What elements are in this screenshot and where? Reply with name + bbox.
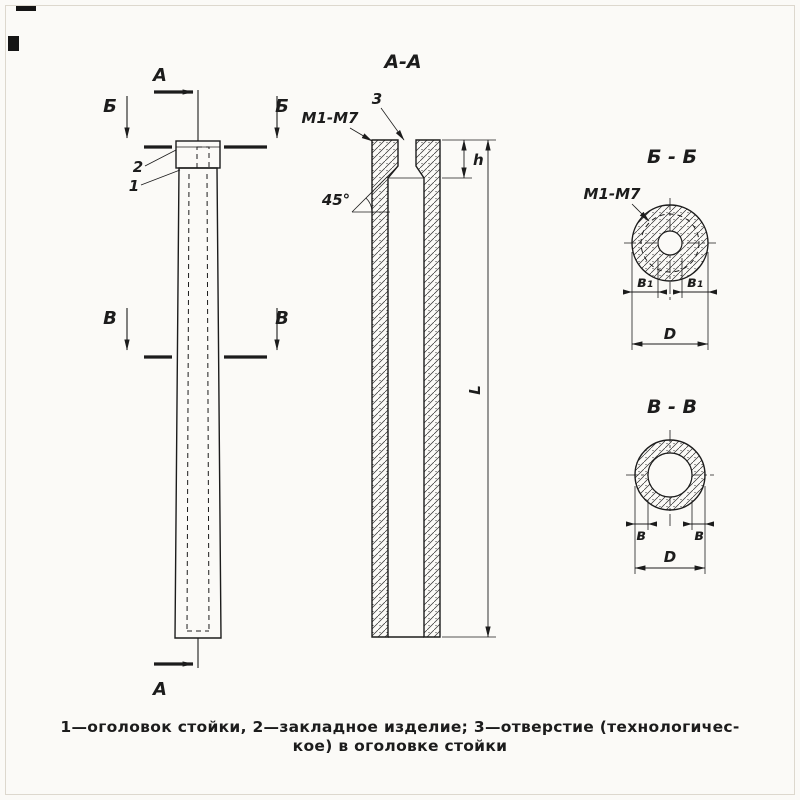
callout-3-label: 3 [372, 90, 382, 108]
callout-3-leader [380, 107, 405, 141]
section-letter-a-bottom: А [151, 679, 167, 700]
dim-h-label: h [473, 151, 484, 169]
shaft-section-ring-inner [647, 452, 693, 498]
arrowhead [683, 521, 692, 527]
section-aa-title: А-А [382, 51, 421, 73]
dim-v-left-label: в [636, 526, 646, 544]
section-letter-a-top: А [151, 65, 167, 86]
m1m7-leader-aa [349, 127, 373, 142]
section-letter-b-right: Б [275, 96, 289, 117]
cavity-hidden-left [186, 173, 190, 632]
angle-arc [365, 197, 373, 213]
dim-l-label: L [466, 385, 484, 395]
callout-2-leader [144, 149, 177, 167]
elevation-view: А А Б Б В В 2 1 [103, 65, 289, 700]
angle-45-label: 45° [321, 191, 350, 209]
callout-1-label: 1 [129, 177, 139, 195]
dim-d-bb-label: D [664, 325, 676, 343]
callout-1-leader [140, 169, 181, 186]
scan-artifact [8, 36, 19, 51]
dim-v-right-label: в [694, 526, 704, 544]
wall-left-section [371, 139, 399, 638]
arrowhead [705, 521, 714, 527]
section-bb-title: Б - Б [647, 146, 697, 168]
dim-v1-left-label: в₁ [637, 273, 653, 291]
arrowhead [658, 289, 667, 295]
arrowhead [623, 289, 632, 295]
caption-line-1: 1—оголовок стойки, 2—закладное изделие; … [60, 718, 739, 736]
caption-line-2: кое) в оголовке стойки [293, 737, 508, 755]
head-hole-hidden [196, 146, 210, 169]
m1m7-label-bb: М1-М7 [584, 185, 642, 203]
embedded-item-circle [640, 213, 700, 273]
arrowhead [626, 521, 635, 527]
section-vv-view: В - В в в D [626, 396, 714, 574]
arrowhead [648, 521, 657, 527]
post-head-outline [175, 140, 221, 169]
arrowhead [708, 289, 717, 295]
dim-d-vv-label: D [664, 548, 676, 566]
section-letter-v-left: В [103, 308, 117, 329]
dim-v1-right-label: в₁ [687, 273, 703, 291]
arrowhead [673, 289, 682, 295]
section-aa-view: А-А М1-М7 3 45° h L [302, 51, 496, 638]
section-bb-view: Б - Б М1-М7 в₁ в₁ D [584, 146, 717, 350]
center-hole-circle [657, 230, 683, 256]
post-shaft-outline [174, 167, 222, 639]
wall-right-section [415, 139, 441, 638]
chamfer-extension-line [351, 165, 399, 213]
m1m7-label-aa: М1-М7 [302, 109, 360, 127]
scan-artifact [16, 6, 36, 11]
section-vv-title: В - В [647, 396, 697, 418]
cavity-hidden-right [206, 173, 210, 632]
callout-2-label: 2 [133, 158, 143, 176]
section-letter-b-left: Б [103, 96, 117, 117]
caption: 1—оголовок стойки, 2—закладное изделие; … [60, 718, 739, 755]
section-letter-v-right: В [275, 308, 289, 329]
page-edge [5, 5, 795, 795]
